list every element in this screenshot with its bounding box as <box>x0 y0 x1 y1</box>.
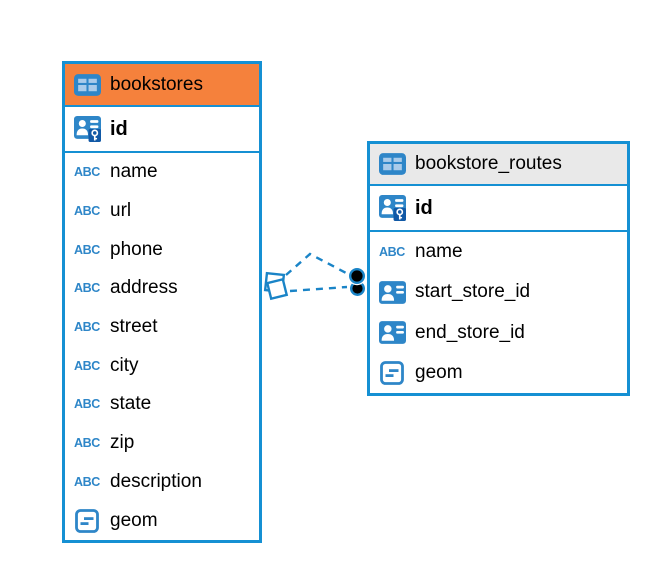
entity-title: bookstores <box>110 73 203 95</box>
foreign-key-icon <box>377 321 407 344</box>
text-type-icon: ABC <box>74 165 100 180</box>
text-type-icon: ABC <box>74 397 100 412</box>
column-row[interactable]: ABC zip <box>65 424 259 463</box>
primary-key-icon <box>377 195 407 221</box>
column-name: geom <box>110 509 158 531</box>
column-row[interactable]: ABC url <box>65 192 259 231</box>
column-row[interactable]: ABC description <box>65 463 259 502</box>
entity-bookstore-routes[interactable]: bookstore_routes id ABC name start_store… <box>367 141 630 397</box>
column-row[interactable]: ABC street <box>65 308 259 347</box>
relationship-link[interactable] <box>263 252 367 301</box>
column-name: zip <box>110 432 135 454</box>
table-icon <box>72 74 102 96</box>
column-row[interactable]: end_store_id <box>370 313 627 353</box>
column-row-pk[interactable]: id <box>65 107 259 153</box>
column-row[interactable]: ABC address <box>65 269 259 308</box>
column-row[interactable]: ABC name <box>65 153 259 192</box>
entity-title: bookstore_routes <box>415 153 562 174</box>
column-name: name <box>415 241 463 263</box>
relationship-line <box>285 252 351 277</box>
column-name: state <box>110 393 152 415</box>
column-name: name <box>110 161 158 183</box>
column-row[interactable]: ABC state <box>65 385 259 424</box>
text-type-icon: ABC <box>74 320 100 335</box>
column-row[interactable]: geom <box>65 501 259 540</box>
entity-header-bookstore-routes[interactable]: bookstore_routes <box>370 144 627 186</box>
geometry-type-icon <box>72 509 102 533</box>
column-name: street <box>110 316 158 338</box>
text-type-icon: ABC <box>74 281 100 296</box>
column-name: id <box>415 196 433 219</box>
text-type-icon: ABC <box>74 474 100 489</box>
text-type-icon: ABC <box>74 358 100 373</box>
column-row-pk[interactable]: id <box>370 186 627 232</box>
text-type-icon: ABC <box>74 242 100 257</box>
text-type-icon: ABC <box>74 204 100 219</box>
column-row[interactable]: ABC phone <box>65 230 259 269</box>
primary-key-icon <box>72 116 102 142</box>
column-row[interactable]: ABC city <box>65 346 259 385</box>
table-icon <box>377 153 407 175</box>
entity-bookstores[interactable]: bookstores id ABC name ABC url ABC phone… <box>62 61 262 543</box>
column-row[interactable]: start_store_id <box>370 272 627 312</box>
column-name: id <box>110 117 128 140</box>
foreign-key-icon <box>377 281 407 304</box>
column-name: address <box>110 277 178 299</box>
column-name: phone <box>110 238 163 260</box>
relationship-line <box>289 285 348 293</box>
column-row[interactable]: ABC name <box>370 232 627 272</box>
column-name: description <box>110 470 202 492</box>
geometry-type-icon <box>377 361 407 385</box>
column-name: end_store_id <box>415 321 525 343</box>
column-row[interactable]: geom <box>370 353 627 393</box>
text-type-icon: ABC <box>74 436 100 451</box>
relationship-target-anchor <box>347 266 367 297</box>
column-name: start_store_id <box>415 281 531 303</box>
column-name: city <box>110 354 139 376</box>
text-type-icon: ABC <box>379 245 405 260</box>
relationship-source-anchor <box>263 271 289 301</box>
column-name: geom <box>415 362 463 384</box>
entity-header-bookstores[interactable]: bookstores <box>65 64 259 107</box>
column-name: url <box>110 200 132 222</box>
